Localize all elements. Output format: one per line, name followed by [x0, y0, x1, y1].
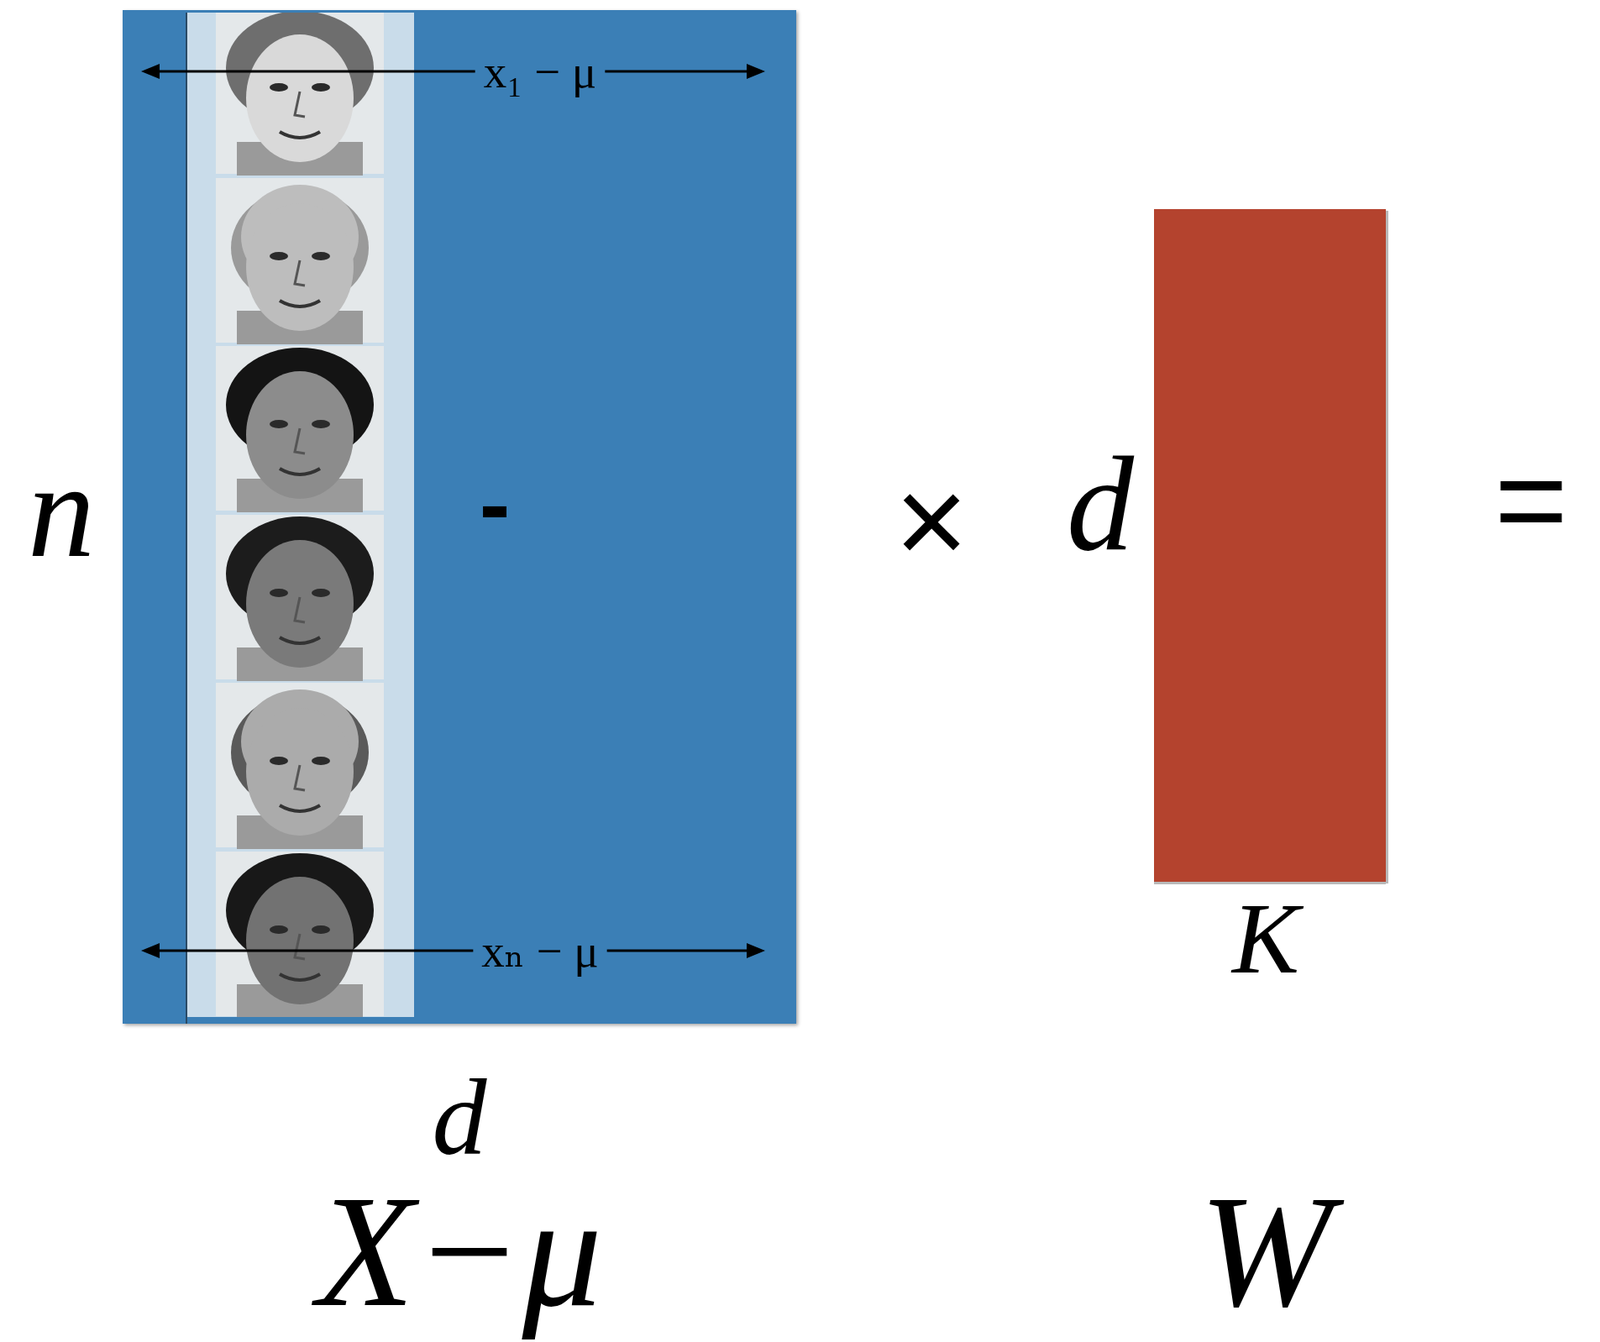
weight-matrix — [1154, 209, 1390, 887]
face-strip — [122, 10, 797, 1024]
equals-sign: = — [1494, 436, 1569, 563]
minus-sign: - — [479, 457, 511, 551]
matrix-name: X−μ — [316, 1171, 603, 1332]
dimension-label: n — [27, 443, 95, 578]
dimension-label: d — [1066, 436, 1134, 572]
dimension-label: d — [432, 1062, 488, 1172]
row-arrows — [122, 10, 797, 1024]
row-label: xₙ − μ — [481, 928, 599, 975]
matrix-name: W — [1199, 1171, 1333, 1332]
row-label: x₁ − μ — [483, 48, 598, 95]
data-matrix: x₁ − μ xₙ − μ — [122, 10, 797, 1024]
dimension-label: K — [1232, 888, 1300, 990]
times-sign: × — [894, 457, 969, 584]
